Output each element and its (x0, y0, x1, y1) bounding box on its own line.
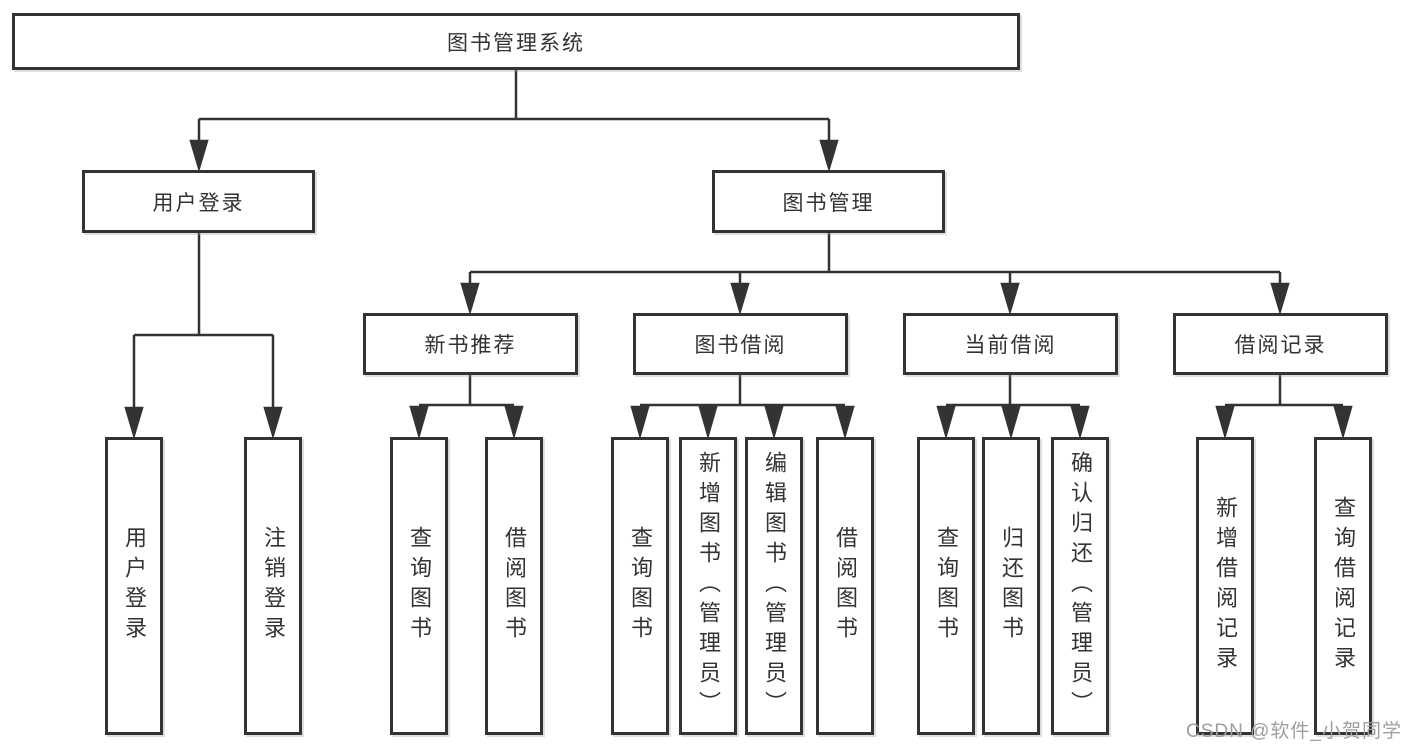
connector-borrowing-records-children (1215, 375, 1353, 440)
leaf-edit-books-admin: 编辑图书（管理员） (745, 437, 803, 735)
node-current-borrowing: 当前借阅 (903, 313, 1118, 375)
leaf-borrow-books-recommend-label: 借阅图书 (502, 526, 527, 646)
leaf-query-books-borrowing: 查询图书 (611, 437, 669, 735)
leaf-query-books-recommend: 查询图书 (390, 437, 448, 735)
node-book-management: 图书管理 (712, 170, 945, 233)
leaf-query-books-current-label: 查询图书 (934, 526, 959, 646)
connector-book-management-children (460, 233, 1290, 316)
node-root: 图书管理系统 (12, 13, 1020, 70)
leaf-add-borrow-record: 新增借阅记录 (1196, 437, 1254, 735)
leaf-query-borrow-record-label: 查询借阅记录 (1331, 496, 1356, 676)
leaf-borrow-books-borrowing-label: 借阅图书 (833, 526, 858, 646)
leaf-user-login-label: 用户登录 (122, 526, 147, 646)
leaf-logout: 注销登录 (244, 437, 302, 735)
leaf-edit-books-admin-label: 编辑图书（管理员） (762, 451, 787, 721)
connector-root-to-level2 (189, 70, 839, 173)
leaf-query-books-borrowing-label: 查询图书 (628, 526, 653, 646)
leaf-user-login: 用户登录 (105, 437, 163, 735)
node-user-login: 用户登录 (82, 170, 315, 233)
leaf-borrow-books-borrowing: 借阅图书 (816, 437, 874, 735)
connector-new-book-children (409, 375, 524, 440)
node-book-borrowing: 图书借阅 (633, 313, 848, 375)
leaf-return-books-label: 归还图书 (999, 526, 1024, 646)
leaf-add-books-admin: 新增图书（管理员） (679, 437, 737, 735)
node-borrowing-records: 借阅记录 (1173, 313, 1388, 375)
leaf-confirm-return-admin: 确认归还（管理员） (1051, 437, 1109, 735)
connector-current-borrowing-children (936, 375, 1090, 440)
connector-book-borrowing-children (630, 375, 855, 440)
leaf-query-books-recommend-label: 查询图书 (407, 526, 432, 646)
leaf-confirm-return-admin-label: 确认归还（管理员） (1068, 451, 1093, 721)
leaf-query-borrow-record: 查询借阅记录 (1314, 437, 1372, 735)
leaf-query-books-current: 查询图书 (917, 437, 975, 735)
leaf-borrow-books-recommend: 借阅图书 (485, 437, 543, 735)
watermark-text: CSDN @软件_小贺同学 (1186, 721, 1402, 742)
node-new-book-recommendation: 新书推荐 (363, 313, 578, 375)
leaf-add-books-admin-label: 新增图书（管理员） (696, 451, 721, 721)
leaf-add-borrow-record-label: 新增借阅记录 (1213, 496, 1238, 676)
connector-user-login-children (124, 233, 283, 440)
leaf-return-books: 归还图书 (982, 437, 1040, 735)
leaf-logout-label: 注销登录 (261, 526, 286, 646)
